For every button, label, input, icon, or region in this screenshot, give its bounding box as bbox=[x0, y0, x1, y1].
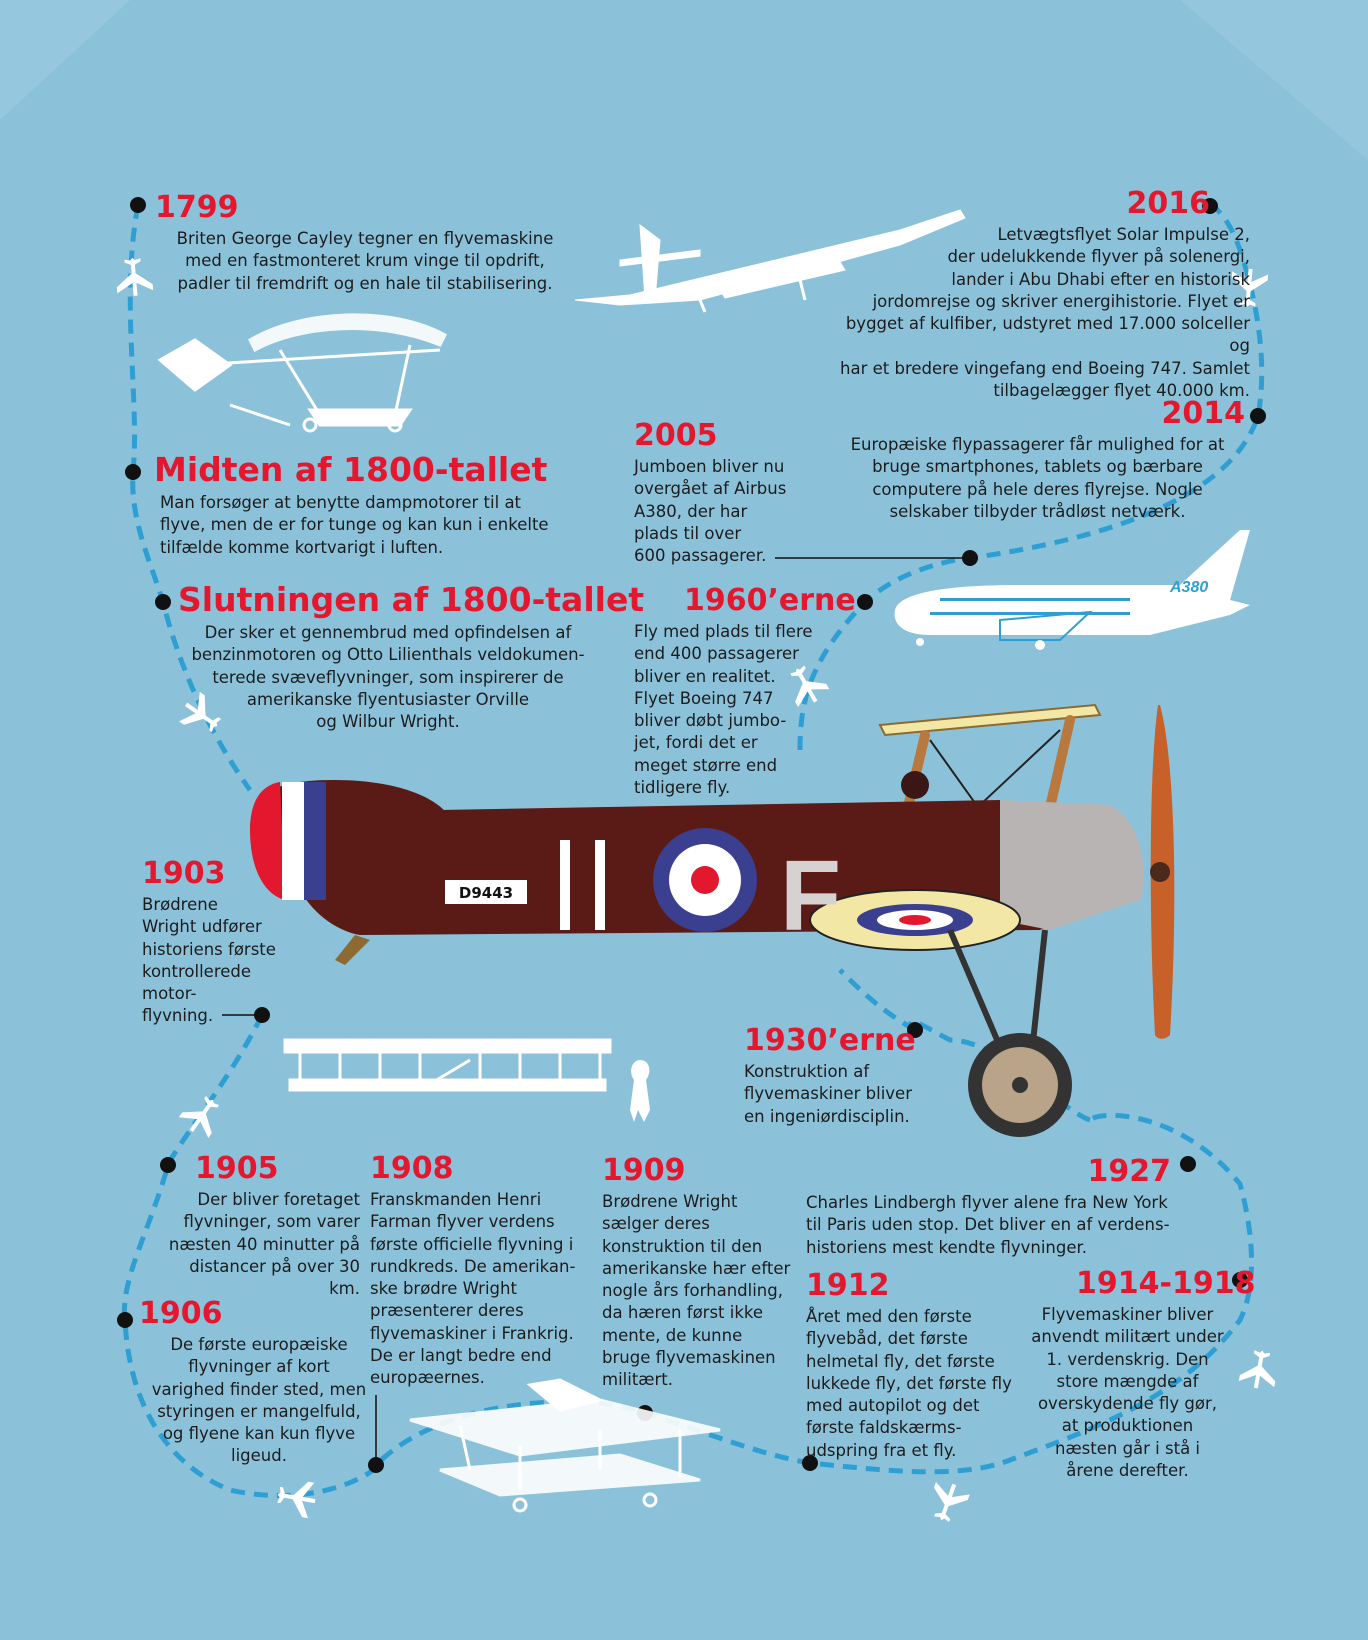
entry-year: 1960’erne bbox=[684, 583, 856, 618]
entry-year: 2005 bbox=[634, 418, 718, 453]
entry-1930s: 1930’erne Konstruktion af flyvemaskiner … bbox=[744, 1025, 934, 1128]
entry-2016: 2016 Letvægtsflyet Solar Impulse 2, der … bbox=[830, 188, 1250, 402]
cayley-glider-illustration bbox=[157, 313, 447, 433]
entry-1909: 1909 Brødrene Wright sælger deres konstr… bbox=[602, 1155, 802, 1392]
serial-number: D9443 bbox=[459, 884, 513, 902]
entry-text: Året med den første flyvebåd, det første… bbox=[806, 1307, 1012, 1460]
entry-text: Brødrene Wright sælger deres konstruktio… bbox=[602, 1192, 791, 1390]
entry-year: 1906 bbox=[139, 1296, 223, 1331]
entry-text: Europæiske flypassagerer får mulighed fo… bbox=[850, 435, 1225, 521]
entry-late-1800s: Slutningen af 1800-tallet Der sker et ge… bbox=[178, 580, 645, 733]
entry-text: Letvægtsflyet Solar Impulse 2, der udelu… bbox=[840, 225, 1250, 401]
entry-year: 2014 bbox=[1161, 396, 1246, 431]
a380-label: A380 bbox=[1169, 579, 1208, 596]
entry-mid-1800s: Midten af 1800-tallet Man forsøger at be… bbox=[154, 452, 574, 559]
entry-year: 1912 bbox=[806, 1268, 890, 1303]
entry-text: Briten George Cayley tegner en flyvemask… bbox=[176, 229, 554, 293]
entry-2014: 2014 Europæiske flypassagerer får muligh… bbox=[830, 398, 1245, 523]
route-plane-icons bbox=[116, 257, 1276, 1522]
entry-text: Der sker et gennembrud med opfindelsen a… bbox=[191, 623, 585, 732]
a380-illustration: A380 bbox=[894, 530, 1250, 650]
entry-year: 1927 bbox=[1087, 1154, 1172, 1189]
farman-biplane-illustration bbox=[409, 1378, 721, 1513]
entry-text: Der bliver foretaget flyvninger, som var… bbox=[168, 1190, 360, 1299]
entry-1905: 1905 Der bliver foretaget flyvninger, so… bbox=[160, 1153, 360, 1300]
entry-1960s: 1960’erne Fly med plads til flere end 40… bbox=[634, 583, 856, 799]
entry-year: 1905 bbox=[195, 1151, 279, 1186]
entry-year: 1914-1918 bbox=[1076, 1266, 1256, 1301]
solar-impulse-illustration bbox=[574, 209, 966, 313]
entry-year: 1799 bbox=[155, 190, 239, 225]
connector-lines bbox=[222, 557, 965, 1460]
entry-year: 1930’erne bbox=[744, 1023, 916, 1058]
entry-1914-1918: 1914-1918 Flyvemaskiner bliver anvendt m… bbox=[1030, 1266, 1256, 1482]
entry-1912: 1912 Året med den første flyvebåd, det f… bbox=[806, 1270, 1026, 1462]
entry-text: Franskmanden Henri Farman flyver verdens… bbox=[370, 1190, 576, 1388]
entry-1927: 1927 Charles Lindbergh flyver alene fra … bbox=[806, 1156, 1171, 1259]
entry-1799: 1799 Briten George Cayley tegner en flyv… bbox=[155, 192, 575, 295]
entry-text: Charles Lindbergh flyver alene fra New Y… bbox=[806, 1193, 1170, 1257]
fuselage-code-letter: F bbox=[780, 840, 841, 952]
sopwith-camel-illustration: F D9443 bbox=[250, 703, 1175, 1137]
entry-text: De første europæiske flyvninger af kort … bbox=[151, 1335, 367, 1466]
entry-year: 1903 bbox=[142, 856, 226, 891]
entry-year: 1909 bbox=[602, 1153, 686, 1188]
entry-1903: 1903 Brødrene Wright udfører historiens … bbox=[142, 858, 302, 1028]
entry-text: Konstruktion af flyvemaskiner bliver en … bbox=[744, 1062, 912, 1126]
entry-1908: 1908 Franskmanden Henri Farman flyver ve… bbox=[370, 1153, 590, 1390]
entry-text: Brødrene Wright udfører historiens først… bbox=[142, 895, 276, 1026]
entry-text: Flyvemaskiner bliver anvendt militært un… bbox=[1031, 1305, 1224, 1481]
entry-2005: 2005 Jumboen bliver nu overgået af Airbu… bbox=[634, 420, 834, 567]
entry-text: Jumboen bliver nu overgået af Airbus A38… bbox=[634, 457, 787, 566]
entry-text: Man forsøger at benytte dampmotorer til … bbox=[160, 493, 549, 557]
entry-text: Fly med plads til flere end 400 passager… bbox=[634, 622, 813, 798]
wright-flyer-illustration bbox=[283, 1038, 650, 1122]
entry-1906: 1906 De første europæiske flyvninger af … bbox=[139, 1298, 379, 1468]
entry-year: Slutningen af 1800-tallet bbox=[178, 580, 645, 619]
entry-year: 2016 bbox=[1126, 186, 1211, 221]
entry-year: Midten af 1800-tallet bbox=[154, 450, 548, 489]
entry-year: 1908 bbox=[370, 1151, 454, 1186]
